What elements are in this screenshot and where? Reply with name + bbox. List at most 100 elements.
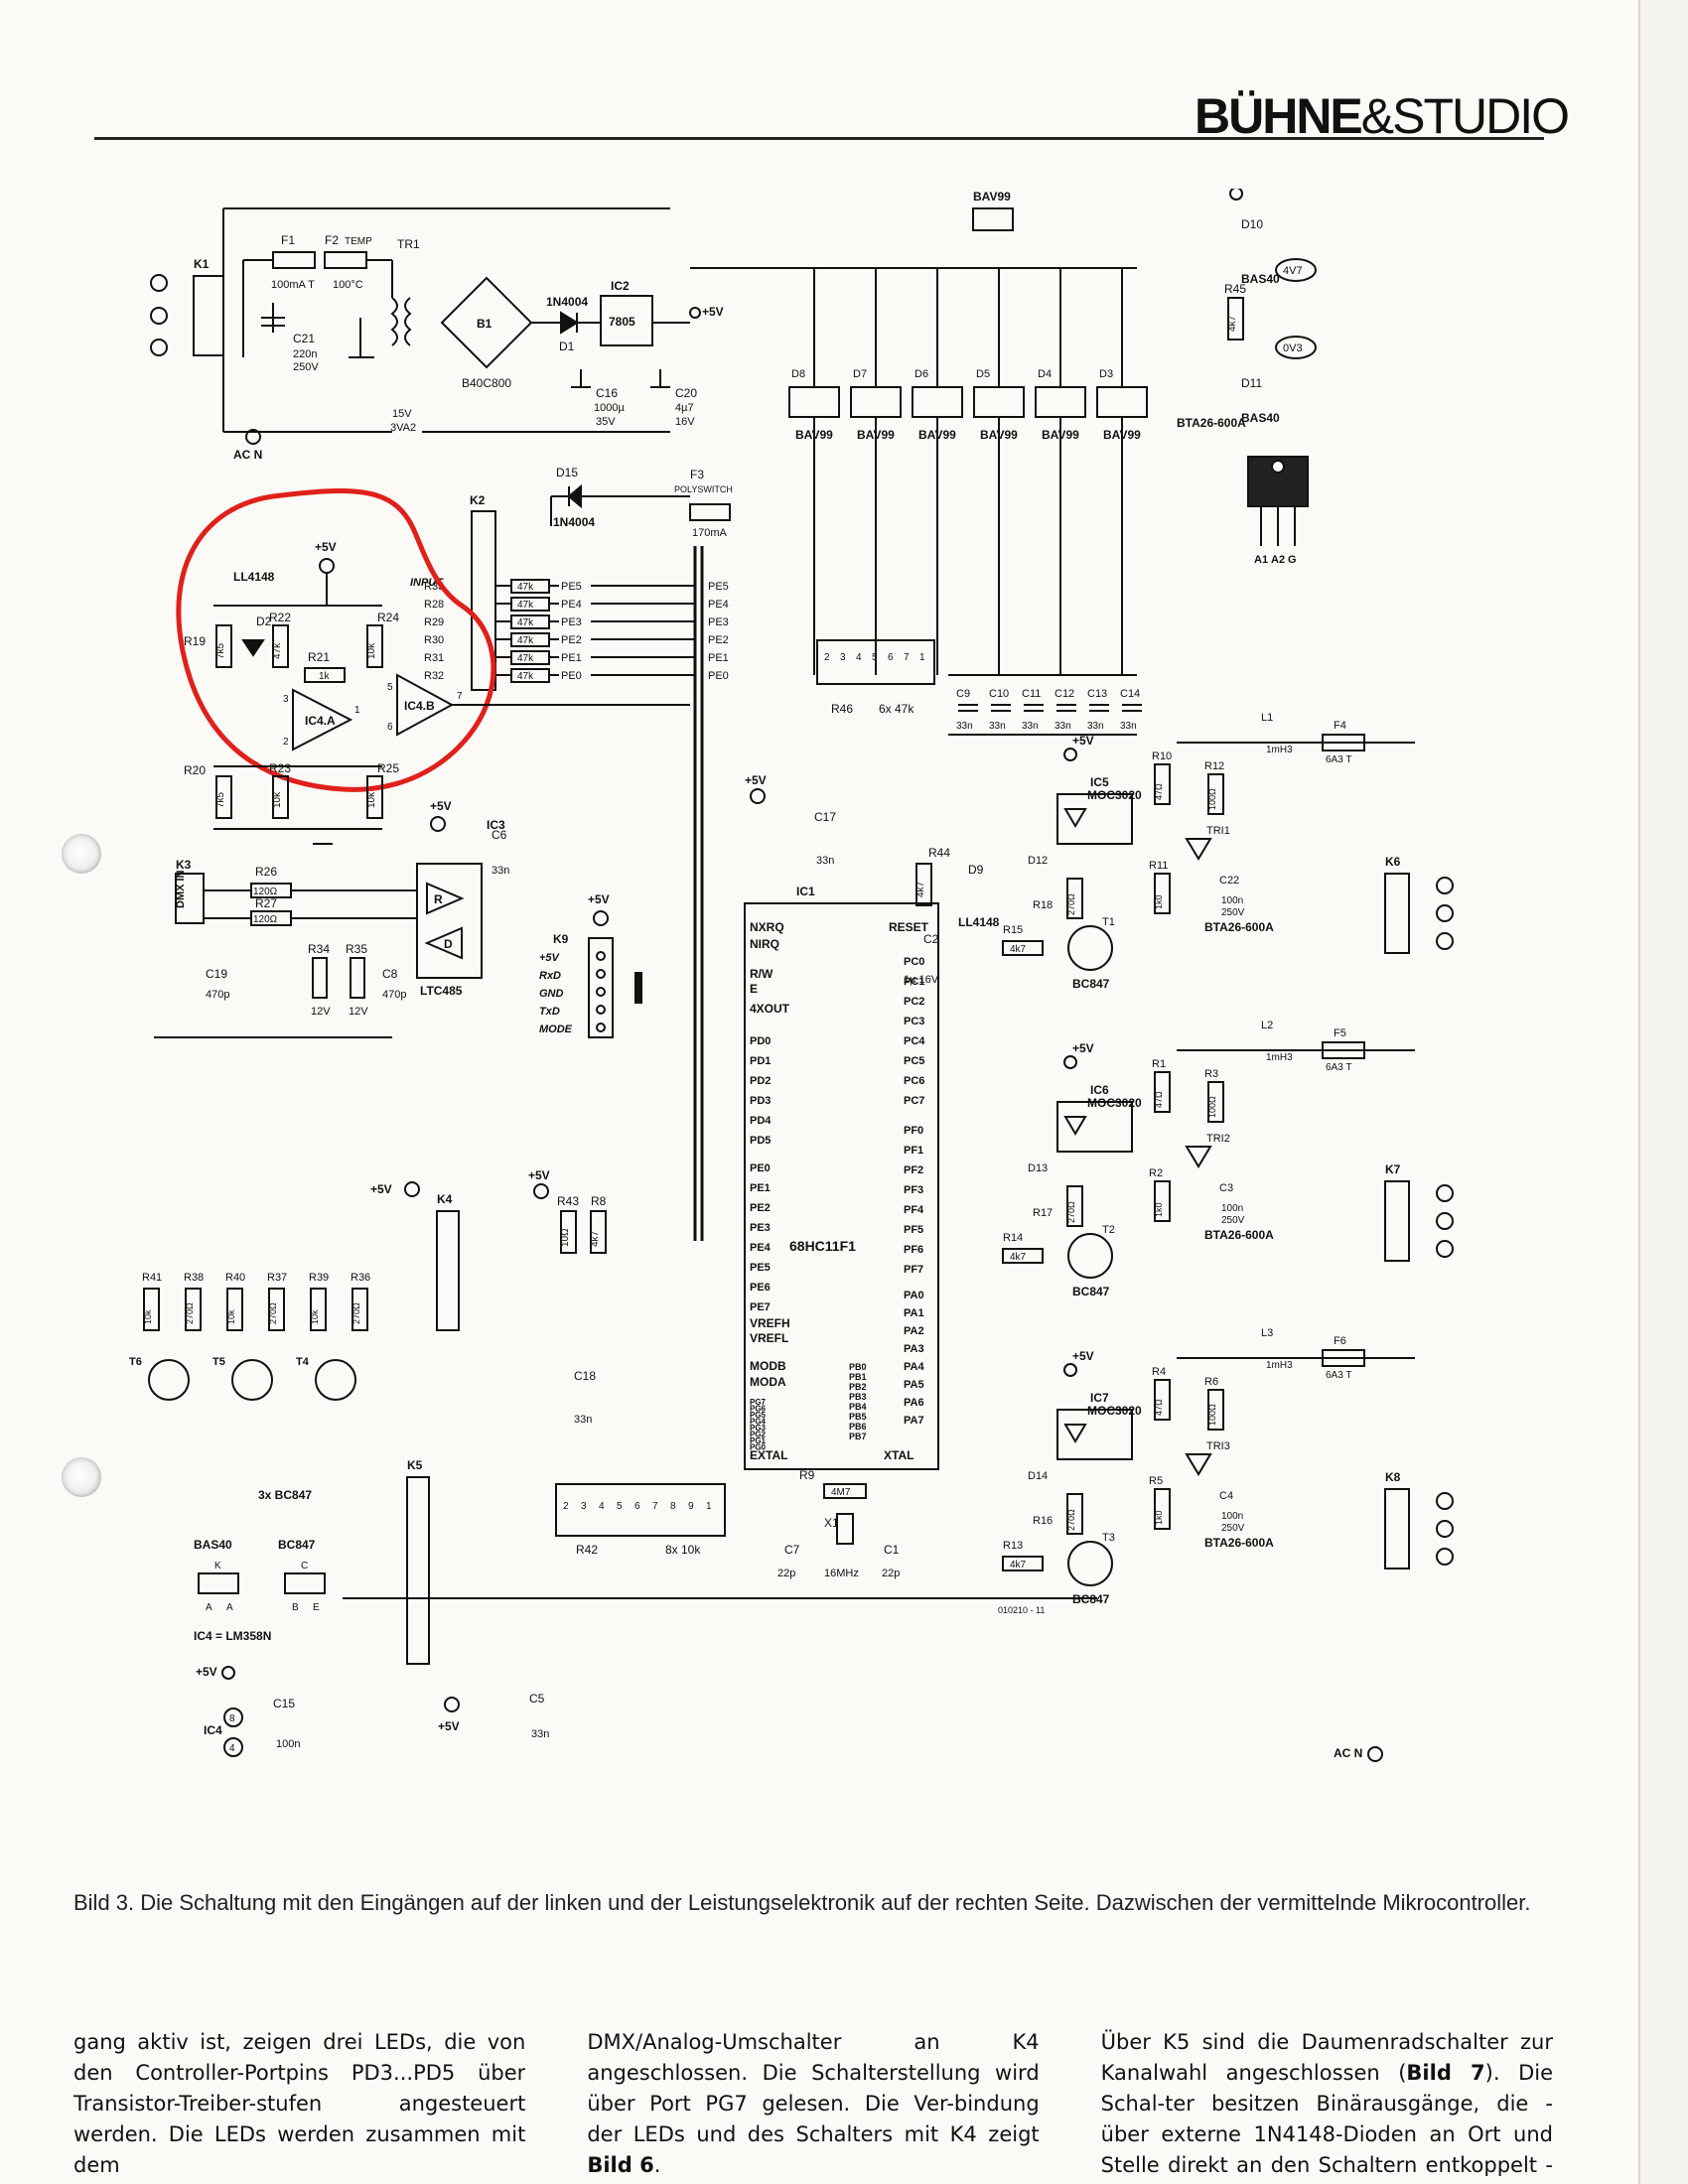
r-led-value-1: 270Ω xyxy=(1066,1201,1076,1223)
r-snub-label-1: R2 xyxy=(1149,1167,1163,1179)
snub-cap-value1-2: 100n xyxy=(1221,1511,1243,1522)
c6-value: 33n xyxy=(492,865,509,877)
masthead-brand-rest: &STUDIO xyxy=(1360,88,1570,144)
resistor-r8 xyxy=(590,1210,607,1254)
transistor-count: 3x BC847 xyxy=(258,1488,312,1502)
opto-led-2 xyxy=(1063,1424,1087,1443)
reference-section: +5V D10 BAS40 R45 4k7 4V7 0V3 D11 BAS40 … xyxy=(904,189,1317,986)
drawing-number: 010210 - 11 xyxy=(998,1605,1045,1615)
resistor-r45 xyxy=(1227,297,1244,341)
varistor-r35 xyxy=(350,957,365,999)
bc847-pin-e: E xyxy=(313,1602,320,1613)
bav-label-4: D4 xyxy=(1038,368,1052,380)
crystal-x1 xyxy=(836,1513,854,1545)
ch-plus5v-1: +5V xyxy=(1072,1041,1094,1055)
col3-figure-ref: Bild 7 xyxy=(1406,2061,1485,2085)
resistor-r20 xyxy=(215,775,232,819)
mcu-pc-7: PC7 xyxy=(904,1095,924,1107)
ic1-reset: RESET xyxy=(889,920,929,934)
led-transistor-1 xyxy=(231,1359,273,1401)
bus-pin-2: PE3 xyxy=(708,616,729,628)
ic3-r-label: R xyxy=(434,892,443,906)
mcu-pf-2: PF2 xyxy=(904,1164,923,1176)
led-res-value-1: 270Ω xyxy=(185,1302,195,1324)
r9-label: R9 xyxy=(799,1468,815,1482)
k9-pin-0 xyxy=(596,951,606,961)
output-connector-1 xyxy=(1384,1180,1410,1262)
outlet-pin-0-1 xyxy=(1436,904,1454,922)
c20-value-1: 4µ7 xyxy=(675,402,694,414)
r-snub-value-1: 1k0 xyxy=(1154,1202,1164,1217)
resistor-r43 xyxy=(560,1210,577,1254)
resistor-r44 xyxy=(915,863,932,906)
mcu-pg-3: PG4 xyxy=(750,1418,767,1427)
cap-label-0: C9 xyxy=(956,688,970,700)
ic4a-pin3: 3 xyxy=(283,694,289,705)
r42-label: R42 xyxy=(576,1543,598,1557)
led-res-label-0: R41 xyxy=(142,1272,162,1284)
f2-temp: TEMP xyxy=(345,236,372,247)
ch-tr-type-0: BC847 xyxy=(1072,977,1110,991)
r8-value: 4k7 xyxy=(590,1230,601,1247)
input-res-value-4: 47k xyxy=(517,653,534,664)
bav99-diode-0 xyxy=(788,386,840,418)
r-gate-value-1: 100Ω xyxy=(1207,1096,1217,1118)
output-connector-0 xyxy=(1384,873,1410,954)
gate-resistor-0 xyxy=(1207,773,1224,815)
mcu-pe-5: PE5 xyxy=(750,1262,771,1274)
ch-tr-label-2: T3 xyxy=(1102,1532,1115,1544)
resistor-r9 xyxy=(823,1483,867,1499)
mcu-pb-1: PB1 xyxy=(849,1372,867,1382)
r23-value: 10k xyxy=(272,791,283,808)
mcu-pf-4: PF4 xyxy=(904,1204,924,1216)
led-tr-label-1: T5 xyxy=(212,1356,225,1368)
mcu-pb-4: PB4 xyxy=(849,1402,867,1412)
c1-value: 22p xyxy=(882,1568,900,1579)
regulator-ic2 xyxy=(600,295,653,346)
opto-label-0: IC5 xyxy=(1090,775,1109,789)
mcu-pe-3: PE3 xyxy=(750,1222,771,1234)
r42-pin-4: 6 xyxy=(634,1501,640,1512)
fuse-label-0: F4 xyxy=(1334,720,1346,732)
opto-type-2: MOC3020 xyxy=(1087,1404,1142,1418)
d15-label: D15 xyxy=(556,466,578,479)
k9-signal-3: TxD xyxy=(539,1006,560,1018)
mcu-pa-0: PA0 xyxy=(904,1290,924,1301)
output-fuse-1 xyxy=(1322,1041,1365,1059)
r20-value: 7k5 xyxy=(215,791,226,808)
ch-plus5v-dot-2 xyxy=(1063,1363,1077,1377)
polyswitch-f3 xyxy=(689,503,731,521)
v0v3-label: 0V3 xyxy=(1283,342,1303,354)
r43-value: 10Ω xyxy=(560,1228,571,1247)
fuse-value-1: 6A3 T xyxy=(1326,1062,1352,1073)
r-led-label-1: R17 xyxy=(1033,1207,1053,1219)
led-resistor-3 xyxy=(268,1288,285,1331)
bav99-diode-5 xyxy=(1096,386,1148,418)
r-base-label-1: R14 xyxy=(1003,1232,1023,1244)
bus-pin-1: PE4 xyxy=(708,599,729,611)
led-label-2: D14 xyxy=(1028,1470,1048,1482)
r22-label: R22 xyxy=(269,611,291,624)
top-resistor-2 xyxy=(1154,1379,1171,1421)
k2-connector xyxy=(471,510,496,691)
resistor-r19 xyxy=(215,624,232,668)
resistor-r24 xyxy=(366,624,383,668)
mcu-pb-5: PB5 xyxy=(849,1412,867,1422)
d10-label: D10 xyxy=(1241,217,1263,231)
r43-label: R43 xyxy=(557,1194,579,1208)
k5-plus5v: +5V xyxy=(438,1719,460,1733)
r21-label: R21 xyxy=(308,650,330,664)
col3-text-b: ). Die Schal-ter besitzen Binärausgänge,… xyxy=(1100,2061,1553,2176)
d9-type: LL4148 xyxy=(958,915,1000,929)
mcu-pc-3: PC3 xyxy=(904,1016,924,1027)
input-res-label-1: R28 xyxy=(424,599,444,611)
dmx-section: +5V C6 33n IC3 R D LTC485 K3 DMX IN R26 … xyxy=(154,799,509,1038)
ic4a-pin1: 1 xyxy=(354,705,360,716)
r-top-label-2: R4 xyxy=(1152,1366,1166,1378)
mcu-pd-3: PD3 xyxy=(750,1095,771,1107)
r25-value: 10k xyxy=(366,791,377,808)
power-supply-section: K1 F1 100mA T F2 TEMP 100°C C21 220n 250… xyxy=(150,207,733,539)
ch-plus5v-2: +5V xyxy=(1072,1349,1094,1363)
